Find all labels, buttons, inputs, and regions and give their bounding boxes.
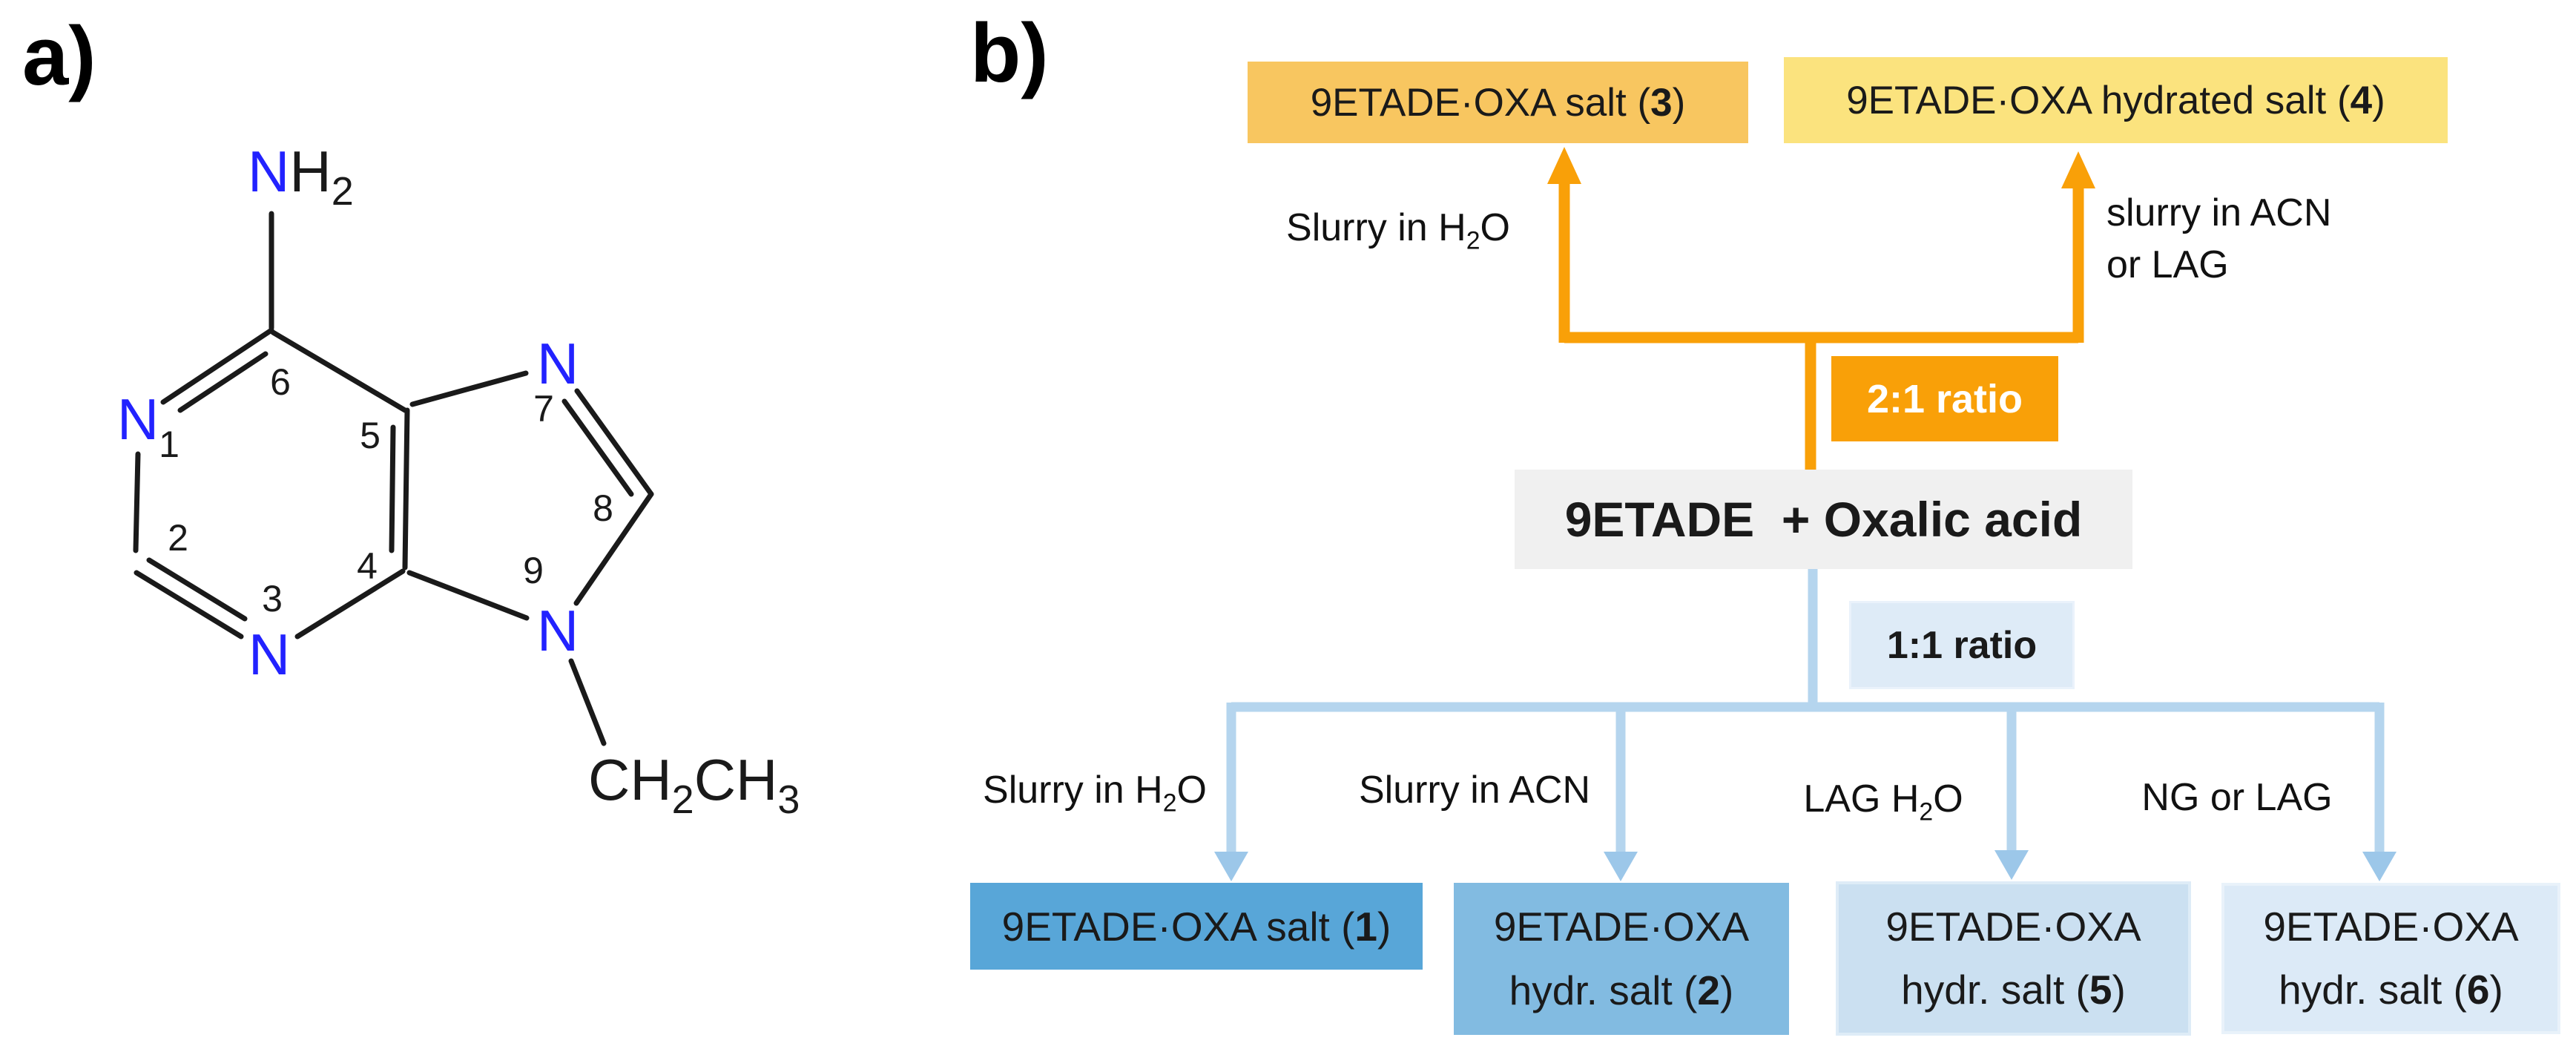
bond-c4-c5-outer — [402, 407, 410, 570]
label-slurry-h2o-top: Slurry in H2O — [1286, 206, 1510, 255]
box-reactants: 9ETADE + Oxalic acid — [1515, 470, 2132, 569]
bond-n7-c8-inner — [561, 398, 634, 497]
blue-arrowhead-2-icon — [1604, 852, 1638, 881]
nh2-group-label: NH2 — [248, 139, 354, 214]
bond-n1-c2 — [133, 451, 141, 553]
bond-c5-n7 — [409, 370, 529, 407]
bond-n3-c4 — [294, 568, 406, 639]
ring-number-5: 5 — [360, 415, 381, 456]
ring-number-1: 1 — [159, 424, 179, 465]
atom-n3-icon: N — [248, 622, 290, 687]
ring-number-3: 3 — [262, 578, 283, 619]
bond-c2-n3-inner — [146, 557, 248, 622]
box-ratio-2-1: 2:1 ratio — [1831, 356, 2058, 441]
box-hydr-salt-2: 9ETADE·OXA hydr. salt (2) — [1454, 883, 1789, 1035]
blue-arrowhead-1-icon — [1214, 852, 1248, 881]
ring-number-2: 2 — [168, 517, 188, 559]
atom-n1-icon: N — [117, 387, 159, 452]
blue-arrowhead-3-icon — [1994, 850, 2029, 880]
box-salt-1: 9ETADE·OXA salt (1) — [970, 883, 1423, 970]
ring-number-4: 4 — [357, 545, 378, 587]
label-slurry-h2o-bottom: Slurry in H2O — [983, 769, 1207, 818]
box-hydr-salt-6: 9ETADE·OXA hydr. salt (6) — [2221, 883, 2560, 1034]
box-salt-3: 9ETADE·OXA salt (3) — [1248, 62, 1748, 143]
molecule-structure: NH2 N N N N 1 2 3 4 5 6 7 8 9 CH2CH3 — [117, 139, 800, 822]
bond-n9-ethyl — [568, 658, 607, 746]
box-hydr-salt-5: 9ETADE·OXA hydr. salt (5) — [1836, 881, 2191, 1036]
bond-c8-n9 — [573, 491, 654, 606]
orange-arrowhead-salt3-icon — [1547, 147, 1581, 184]
label-slurry-acn-bottom: Slurry in ACN — [1358, 769, 1591, 812]
bond-c6-n1-outer — [160, 327, 274, 405]
box-ratio-1-1: 1:1 ratio — [1849, 601, 2075, 689]
bond-c2-n3-outer — [134, 570, 244, 639]
label-lag-h2o: LAG H2O — [1803, 777, 1963, 826]
ring-number-8: 8 — [593, 487, 613, 529]
panel-b-label: b) — [970, 7, 1049, 99]
box-hydrated-salt-4: 9ETADE·OXA hydrated salt (4) — [1784, 57, 2448, 143]
atom-n9-icon: N — [537, 598, 579, 663]
label-ng-or-lag: NG or LAG — [2141, 776, 2333, 819]
blue-arrowhead-4-icon — [2362, 852, 2397, 881]
bond-c5-c6 — [270, 329, 408, 413]
atom-n7-icon: N — [537, 331, 579, 396]
ring-number-6: 6 — [270, 361, 291, 403]
panel-a-label: a) — [22, 10, 96, 102]
orange-arrowhead-salt4-icon — [2061, 151, 2095, 188]
bond-n9-c4 — [406, 570, 530, 621]
ring-number-9: 9 — [523, 550, 544, 591]
ring-number-7: 7 — [533, 388, 554, 430]
ethyl-group-label: CH2CH3 — [588, 747, 800, 822]
bond-c6-n1-inner — [177, 351, 269, 413]
label-slurry-acn-or-lag: slurry in ACN or LAG — [2106, 191, 2332, 287]
bond-c4-c5-inner — [389, 424, 396, 553]
bond-n7-c8-outer — [574, 388, 654, 497]
